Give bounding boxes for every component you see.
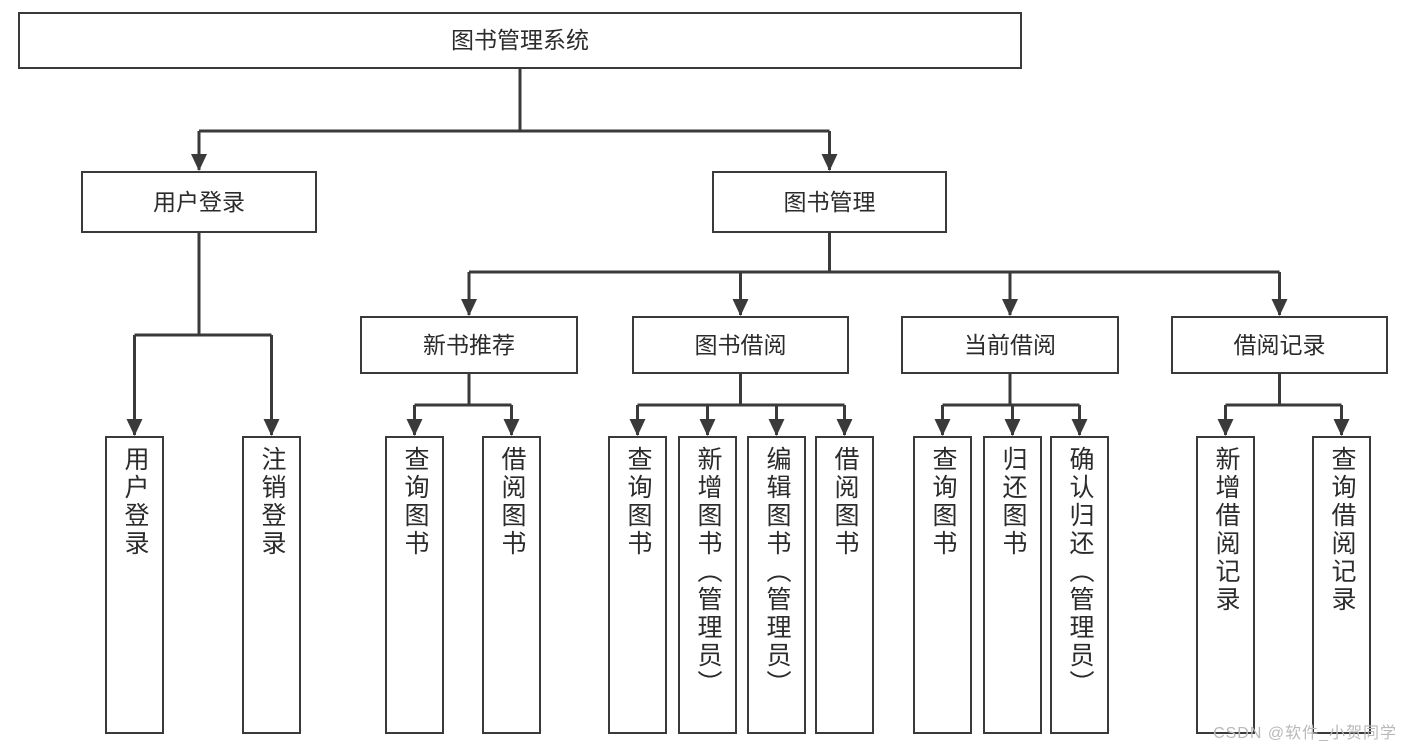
node-label: 确认归还（管理员） (1066, 446, 1094, 698)
node-leaf-borrow-book-2[interactable]: 借阅图书 (815, 436, 874, 734)
node-leaf-query-book-1[interactable]: 查询图书 (385, 436, 444, 734)
node-label: 查询图书 (624, 446, 652, 558)
node-book-borrow[interactable]: 图书借阅 (632, 316, 849, 374)
node-label: 新增借阅记录 (1212, 446, 1240, 614)
node-new-book-rec[interactable]: 新书推荐 (360, 316, 578, 374)
node-leaf-return-book[interactable]: 归还图书 (983, 436, 1042, 734)
node-label: 查询图书 (929, 446, 957, 558)
node-current-borrow[interactable]: 当前借阅 (901, 316, 1119, 374)
node-label: 查询图书 (401, 446, 429, 558)
node-label: 借阅图书 (498, 446, 526, 558)
node-label: 新增图书（管理员） (694, 446, 722, 698)
node-label: 查询借阅记录 (1328, 446, 1356, 614)
node-label: 归还图书 (999, 446, 1027, 558)
node-label: 新书推荐 (423, 331, 515, 358)
node-leaf-add-record[interactable]: 新增借阅记录 (1196, 436, 1255, 734)
node-label: 借阅记录 (1233, 331, 1326, 358)
node-label: 图书管理 (783, 188, 876, 215)
node-book-manage[interactable]: 图书管理 (712, 171, 947, 233)
node-root[interactable]: 图书管理系统 (18, 12, 1022, 69)
node-leaf-edit-book[interactable]: 编辑图书（管理员） (747, 436, 806, 734)
node-leaf-borrow-book-1[interactable]: 借阅图书 (482, 436, 541, 734)
node-borrow-record[interactable]: 借阅记录 (1171, 316, 1388, 374)
node-label: 编辑图书（管理员） (763, 446, 791, 698)
node-user-login[interactable]: 用户登录 (81, 171, 317, 233)
node-label: 注销登录 (258, 446, 286, 558)
node-leaf-query-book-3[interactable]: 查询图书 (913, 436, 972, 734)
node-leaf-user-login[interactable]: 用户登录 (105, 436, 164, 734)
node-leaf-query-book-2[interactable]: 查询图书 (608, 436, 667, 734)
watermark: CSDN @软件_小贺同学 (1213, 725, 1397, 742)
node-label: 图书借阅 (694, 331, 787, 358)
node-leaf-query-record[interactable]: 查询借阅记录 (1312, 436, 1371, 734)
node-label: 用户登录 (153, 188, 245, 215)
node-label: 当前借阅 (964, 331, 1056, 358)
node-label: 借阅图书 (831, 446, 859, 558)
node-label: 用户登录 (121, 446, 149, 558)
node-label: 图书管理系统 (451, 27, 589, 54)
node-leaf-add-book[interactable]: 新增图书（管理员） (678, 436, 737, 734)
node-leaf-logout[interactable]: 注销登录 (242, 436, 301, 734)
node-leaf-confirm-return[interactable]: 确认归还（管理员） (1050, 436, 1109, 734)
